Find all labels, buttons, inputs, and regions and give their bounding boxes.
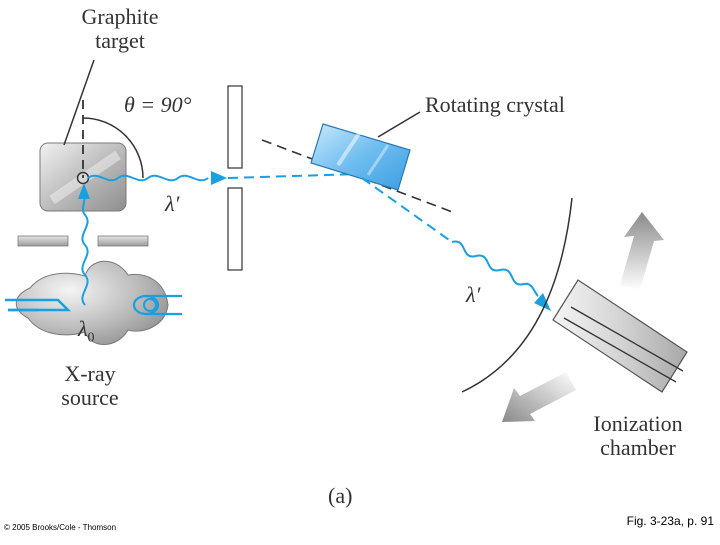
diffracted-beam-arrowhead xyxy=(534,293,551,311)
slit-upper xyxy=(227,85,243,169)
copyright-text: © 2005 Brooks/Cole - Thomson xyxy=(4,523,117,532)
panel-label: (a) xyxy=(328,483,353,508)
incident-beam xyxy=(81,195,89,306)
graphite-target-leader xyxy=(63,59,95,146)
slit-lower xyxy=(227,187,243,271)
xray-source-label: X-ray source xyxy=(61,361,119,410)
lambda-zero-label: λ0 xyxy=(78,316,95,346)
motion-arrow-down xyxy=(502,372,576,422)
ionization-chamber-label: Ionization chamber xyxy=(593,411,683,460)
detector-track-arc xyxy=(461,197,573,393)
theta-label: θ = 90° xyxy=(124,92,192,117)
collimator-plate-left xyxy=(17,235,69,247)
motion-arrow-up xyxy=(620,212,664,290)
diffracted-wavy-beam xyxy=(451,240,539,297)
scattered-beam-arrowhead xyxy=(211,171,227,185)
ionization-chamber xyxy=(552,279,688,393)
scattered-beam xyxy=(87,174,209,182)
crystal-leader xyxy=(377,111,421,138)
rotating-crystal-label: Rotating crystal xyxy=(425,92,565,117)
beam-to-crystal xyxy=(227,173,361,179)
theta-arc xyxy=(82,117,144,179)
diffracted-dashed-beam xyxy=(361,177,453,243)
graphite-target-label: Graphite target xyxy=(81,4,159,53)
lambda-prime-top-label: λ′ xyxy=(165,191,180,216)
xray-tube xyxy=(5,260,182,345)
lambda-prime-bottom-label: λ′ xyxy=(466,282,481,307)
rotating-crystal xyxy=(310,123,411,191)
incident-beam-arrowhead xyxy=(78,183,90,199)
collimator-plate-right xyxy=(97,235,149,247)
figure-reference: Fig. 3-23a, p. 91 xyxy=(626,514,714,528)
